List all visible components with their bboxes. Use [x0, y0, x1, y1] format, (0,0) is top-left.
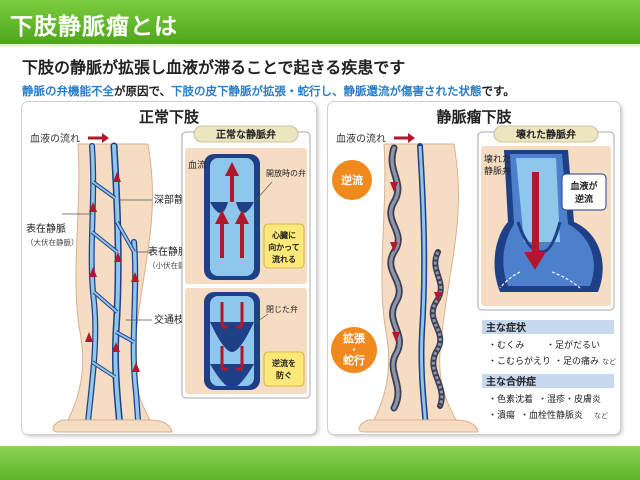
broken-valve-label-1: 壊れた [484, 153, 511, 165]
complication-2: ・湿疹・皮膚炎 [538, 393, 601, 405]
varicose-leg-title: 静脈瘤下肢 [436, 108, 512, 126]
small-saphenous-label: （小伏在静脈） [148, 260, 201, 270]
varicose-leg-illustration: 血液の流れ 逆流 拡張 ・ 蛇行 [331, 125, 616, 433]
lead-sentence: 静脈の弁機能不全が原因で、下肢の皮下静脈が拡張・蛇行し、静脈還流が傷害された状態… [22, 83, 515, 99]
normal-valve-tag: 正常な静脈弁 [216, 128, 276, 141]
broken-valve-label-2: 静脈弁 [484, 165, 511, 177]
complications-section: 主な合併症 ・色素沈着 ・湿疹・皮膚炎 ・潰瘍 ・血栓性静脈炎 など [482, 374, 614, 421]
header-divider [0, 44, 640, 47]
backflow-badge: 逆流 [332, 160, 372, 200]
symptom-4: ・足の痛み [554, 355, 599, 367]
red-arrow-icon [88, 133, 109, 143]
to-heart-line-1: 心臓に [272, 230, 296, 240]
blood-stream-label: 血流 [188, 159, 206, 171]
to-heart-line-3: 流れる [272, 254, 296, 264]
complications-etc: など [594, 412, 608, 420]
svg-text:・: ・ [349, 346, 358, 356]
red-arrow-icon [394, 133, 415, 143]
complications-title: 主な合併症 [486, 375, 536, 388]
prevent-backflow-line-2: 防ぐ [276, 370, 292, 380]
dilation-badge: 拡張 ・ 蛇行 [331, 327, 377, 373]
svg-text:蛇行: 蛇行 [343, 353, 365, 367]
upflow-arrows [215, 162, 249, 258]
symptom-1: ・むくみ [488, 340, 524, 351]
normal-valve-box: 正常な静脈弁 血流 開放時の弁 心臓に 向かって 流れる [181, 125, 311, 399]
normal-leg-illustration: 血液の流れ [26, 125, 311, 433]
blood-backflow-line-2: 逆流 [575, 193, 593, 205]
footer-bar [0, 446, 640, 480]
page-title: 下肢静脈瘤とは [10, 14, 178, 40]
normal-leg-panel: 正常下肢 血液の流れ [22, 102, 316, 434]
lead-text-2: です。 [481, 84, 515, 98]
to-heart-line-2: 向かって [268, 242, 300, 252]
normal-leg-title: 正常下肢 [138, 108, 199, 126]
blood-flow-label: 血液の流れ [336, 132, 386, 145]
symptoms-title: 主な症状 [486, 321, 527, 334]
deep-vein-light [112, 144, 122, 430]
complication-1: ・色素沈着 [488, 393, 533, 405]
superficial-vein-label-2: 表在静脈 [148, 245, 188, 258]
symptom-2: ・足がだるい [546, 339, 600, 351]
closed-valve-label: 閉じた弁 [266, 304, 298, 314]
down-arrow-icon [524, 172, 546, 270]
great-saphenous-label: （大伏在静脈） [26, 237, 79, 247]
small-saphenous-light [131, 240, 140, 422]
symptom-3: ・こむらがえり [488, 355, 551, 367]
subtitle: 下肢の静脈が拡張し血液が滞ることで起きる疾患です [22, 58, 406, 77]
superficial-vein-label-1: 表在静脈 [26, 222, 66, 235]
pooling-arrows [499, 271, 581, 289]
lead-text-1: が原因で、 [114, 84, 172, 98]
prevent-backflow-line-1: 逆流を [272, 358, 296, 368]
great-saphenous-light [86, 144, 98, 424]
perforator-label: 交通枝 [154, 313, 184, 326]
svg-text:拡張: 拡張 [343, 331, 366, 345]
opening-valve-label: 開放時の弁 [266, 168, 306, 178]
lead-cause: 静脈の弁機能不全 [22, 84, 114, 98]
leg-flow-arrows [85, 172, 140, 372]
leader-lines [62, 199, 152, 321]
broken-valve-box: 壊れた静脈弁 壊れた 静脈弁 血液が 逆流 [477, 125, 615, 311]
broken-valve-tag: 壊れた静脈弁 [516, 128, 576, 141]
svg-text:逆流: 逆流 [341, 173, 363, 187]
blood-backflow-line-1: 血液が [570, 180, 598, 192]
complication-4: ・血栓性静脈炎 [520, 409, 583, 421]
reverse-flow-arrows [390, 182, 442, 342]
backflow-stop-arrows [220, 302, 244, 371]
header-bar: 下肢静脈瘤とは [0, 0, 640, 44]
varicose-leg-panel: 静脈瘤下肢 血液の流れ 逆流 拡張 ・ 蛇行 [328, 102, 620, 434]
lead-condition: 下肢の皮下静脈が拡張・蛇行し、静脈還流が傷害された状態 [171, 84, 482, 98]
complication-3: ・潰瘍 [488, 409, 515, 421]
symptoms-etc: など [602, 358, 616, 366]
blood-flow-label: 血液の流れ [30, 132, 80, 145]
symptoms-section: 主な症状 ・むくみ ・足がだるい ・こむらがえり ・足の痛み など [482, 320, 616, 367]
